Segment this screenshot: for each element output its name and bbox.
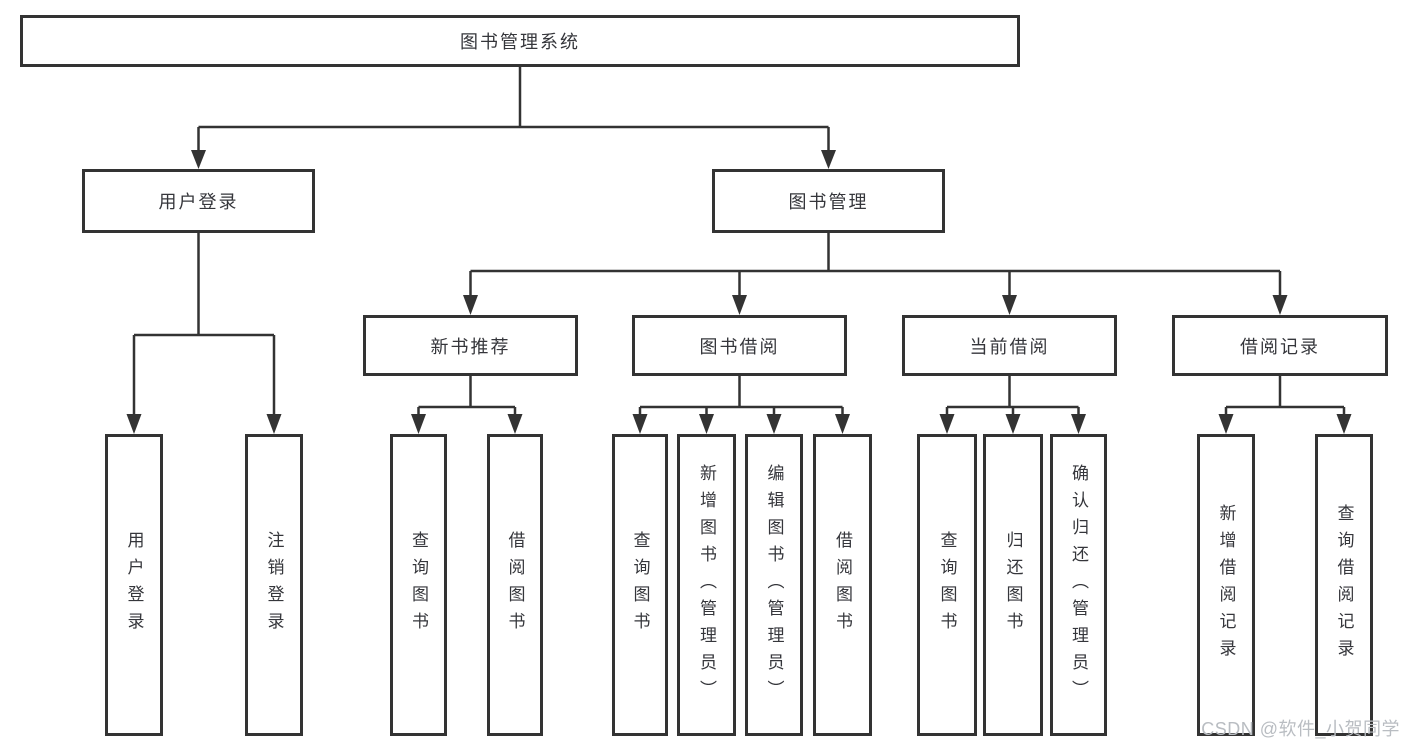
connector-user-login-children	[126, 233, 282, 434]
node-new-book-recommend: 新书推荐	[363, 315, 578, 376]
node-label: 图书管理系统	[460, 32, 580, 52]
leaf-borrow-add-books-admin: 新增图书（管理员）	[677, 434, 736, 736]
connector-current-borrow-children	[939, 376, 1086, 434]
connector-book-borrow-children	[632, 376, 850, 434]
leaf-newbook-query-books: 查询图书	[390, 434, 447, 736]
node-label: 用户登录	[158, 192, 239, 212]
leaf-borrow-query-books: 查询图书	[612, 434, 668, 736]
node-label: 查询图书	[937, 531, 957, 639]
node-label: 图书借阅	[699, 336, 780, 357]
node-book-management: 图书管理	[712, 169, 945, 233]
node-book-borrow: 图书借阅	[632, 315, 847, 376]
leaf-user-login: 用户登录	[105, 434, 163, 736]
node-label: 新增图书（管理员）	[697, 463, 716, 707]
node-label: 注销登录	[264, 531, 284, 639]
leaf-current-query-books: 查询图书	[917, 434, 977, 736]
node-current-borrow: 当前借阅	[902, 315, 1117, 376]
connector-book-management-children	[463, 233, 1288, 315]
connector-root-to-level2	[191, 67, 836, 169]
leaf-borrow-edit-books-admin: 编辑图书（管理员）	[745, 434, 803, 736]
leaf-current-return-books: 归还图书	[983, 434, 1043, 736]
connector-new-book-recommend-children	[411, 376, 523, 434]
leaf-borrow-borrow-books: 借阅图书	[813, 434, 872, 736]
connector-borrow-records-children	[1218, 376, 1352, 434]
node-label: 借阅记录	[1240, 336, 1320, 357]
leaf-newbook-borrow-books: 借阅图书	[487, 434, 543, 736]
node-label: 新增借阅记录	[1216, 504, 1236, 666]
node-label: 新书推荐	[430, 336, 511, 357]
node-label: 查询图书	[630, 531, 650, 639]
node-label: 查询图书	[409, 531, 428, 639]
node-label: 用户登录	[124, 531, 144, 639]
node-library-management-system: 图书管理系统	[20, 15, 1020, 67]
node-label: 当前借阅	[969, 336, 1050, 357]
node-label: 借阅图书	[833, 531, 852, 639]
node-label: 查询借阅记录	[1334, 504, 1354, 666]
leaf-records-query-record: 查询借阅记录	[1315, 434, 1373, 736]
node-label: 归还图书	[1003, 531, 1023, 639]
node-label: 确认归还（管理员）	[1069, 463, 1088, 707]
node-label: 图书管理	[788, 192, 869, 212]
node-user-login: 用户登录	[82, 169, 315, 233]
node-borrow-records: 借阅记录	[1172, 315, 1388, 376]
node-label: 借阅图书	[505, 531, 525, 639]
leaf-logout: 注销登录	[245, 434, 303, 736]
leaf-current-confirm-return-admin: 确认归还（管理员）	[1050, 434, 1107, 736]
node-label: 编辑图书（管理员）	[764, 463, 784, 707]
leaf-records-add-record: 新增借阅记录	[1197, 434, 1255, 736]
